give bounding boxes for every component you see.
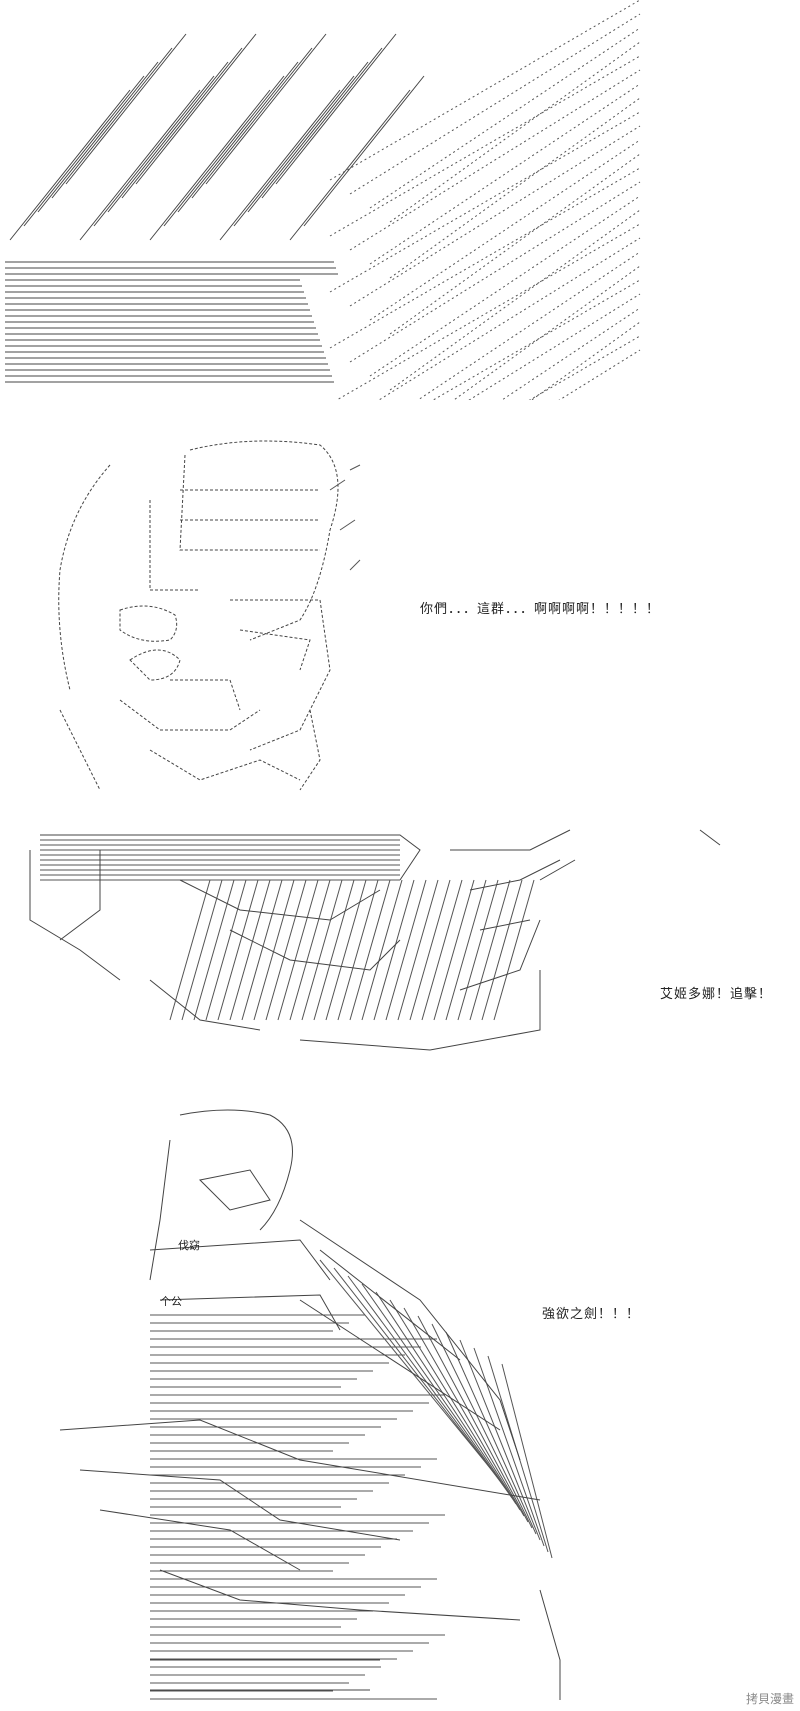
face-caption: 你們．．．這群．．．啊啊啊啊！！！！！	[420, 602, 661, 617]
face-art	[58, 440, 361, 791]
panel-face: 你們．．．這群．．．啊啊啊啊！！！！！	[0, 430, 800, 800]
sword-caption: 強欲之劍！！！	[542, 1307, 641, 1322]
panel-mech: 艾姬多娜！追擊！	[0, 820, 800, 1100]
mech-art	[29, 829, 721, 1051]
sword-art	[59, 1109, 561, 1700]
sword-art-label-b: 个公	[160, 1295, 182, 1308]
panel-sword: 伐窈 个公 強欲之劍！！！	[0, 1100, 800, 1711]
mech-caption: 艾姬多娜！追擊！	[660, 987, 773, 1002]
panel-burst	[0, 0, 800, 400]
sword-art-label-a: 伐窈	[178, 1239, 200, 1252]
burst-art	[5, 0, 641, 400]
watermark: 拷貝漫畫	[745, 1692, 794, 1706]
